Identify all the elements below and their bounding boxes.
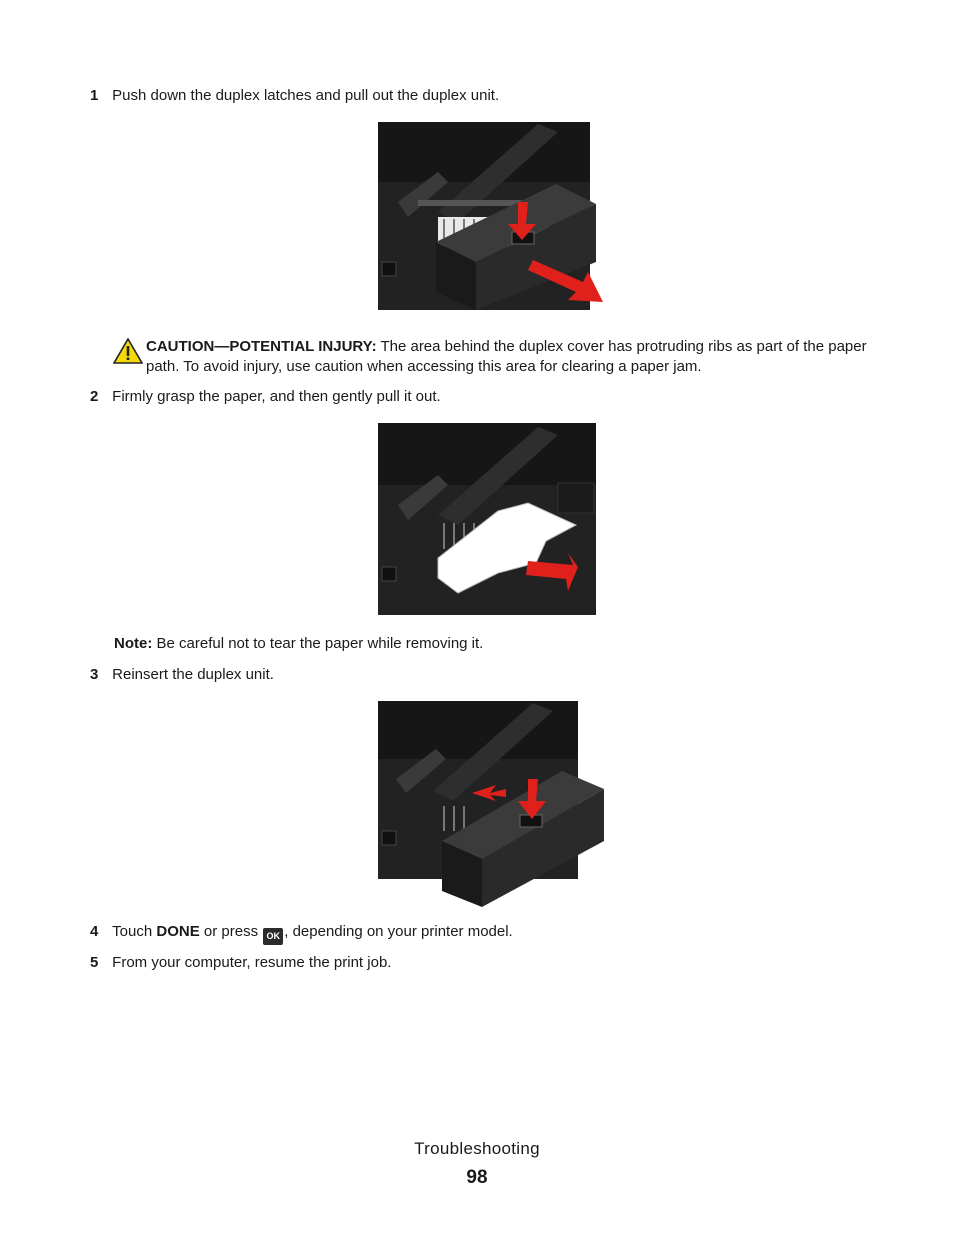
ok-button-icon: OK: [263, 928, 284, 945]
caution-label: CAUTION—POTENTIAL INJURY:: [146, 338, 377, 355]
step-text: Reinsert the duplex unit.: [112, 666, 274, 683]
step-5: 5 From your computer, resume the print j…: [90, 953, 391, 973]
pull-paper-illustration: [378, 423, 596, 615]
caution-text-line2: path. To avoid injury, use caution when …: [146, 358, 702, 375]
step-number: 2: [90, 388, 99, 405]
step-text-before: Touch: [112, 923, 157, 940]
step-4: 4 Touch DONE or press OK, depending on y…: [90, 922, 513, 945]
down-arrow-icon: [518, 779, 546, 819]
step-text-mid: or press: [199, 923, 263, 940]
step-2: 2 Firmly grasp the paper, and then gentl…: [90, 387, 441, 407]
step-text-after: , depending on your printer model.: [284, 923, 513, 940]
done-label: DONE: [156, 923, 200, 940]
note-label: Note:: [114, 635, 153, 652]
pull-arrow-icon: [528, 260, 603, 302]
remove-duplex-illustration: [378, 122, 603, 310]
warning-triangle-icon: [113, 338, 143, 364]
step-number: 3: [90, 666, 99, 683]
step-text: From your computer, resume the print job…: [112, 954, 392, 971]
reinsert-duplex-illustration: [378, 701, 604, 907]
note: Note: Be careful not to tear the paper w…: [114, 634, 483, 654]
caution-text-line1: The area behind the duplex cover has pro…: [376, 338, 867, 355]
step-1: 1 Push down the duplex latches and pull …: [90, 86, 499, 106]
step-number: 1: [90, 87, 99, 104]
step-number: 4: [90, 923, 99, 940]
footer-section-title: Troubleshooting: [414, 1139, 540, 1158]
step-3: 3 Reinsert the duplex unit.: [90, 665, 274, 685]
pull-arrow-icon: [526, 553, 578, 591]
step-text: Firmly grasp the paper, and then gently …: [112, 388, 441, 405]
page-number: 98: [466, 1167, 488, 1188]
note-text: Be careful not to tear the paper while r…: [152, 635, 484, 652]
step-text: Push down the duplex latches and pull ou…: [112, 87, 500, 104]
step-number: 5: [90, 954, 99, 971]
push-arrow-icon: [472, 785, 506, 801]
down-arrow-icon: [508, 202, 536, 240]
